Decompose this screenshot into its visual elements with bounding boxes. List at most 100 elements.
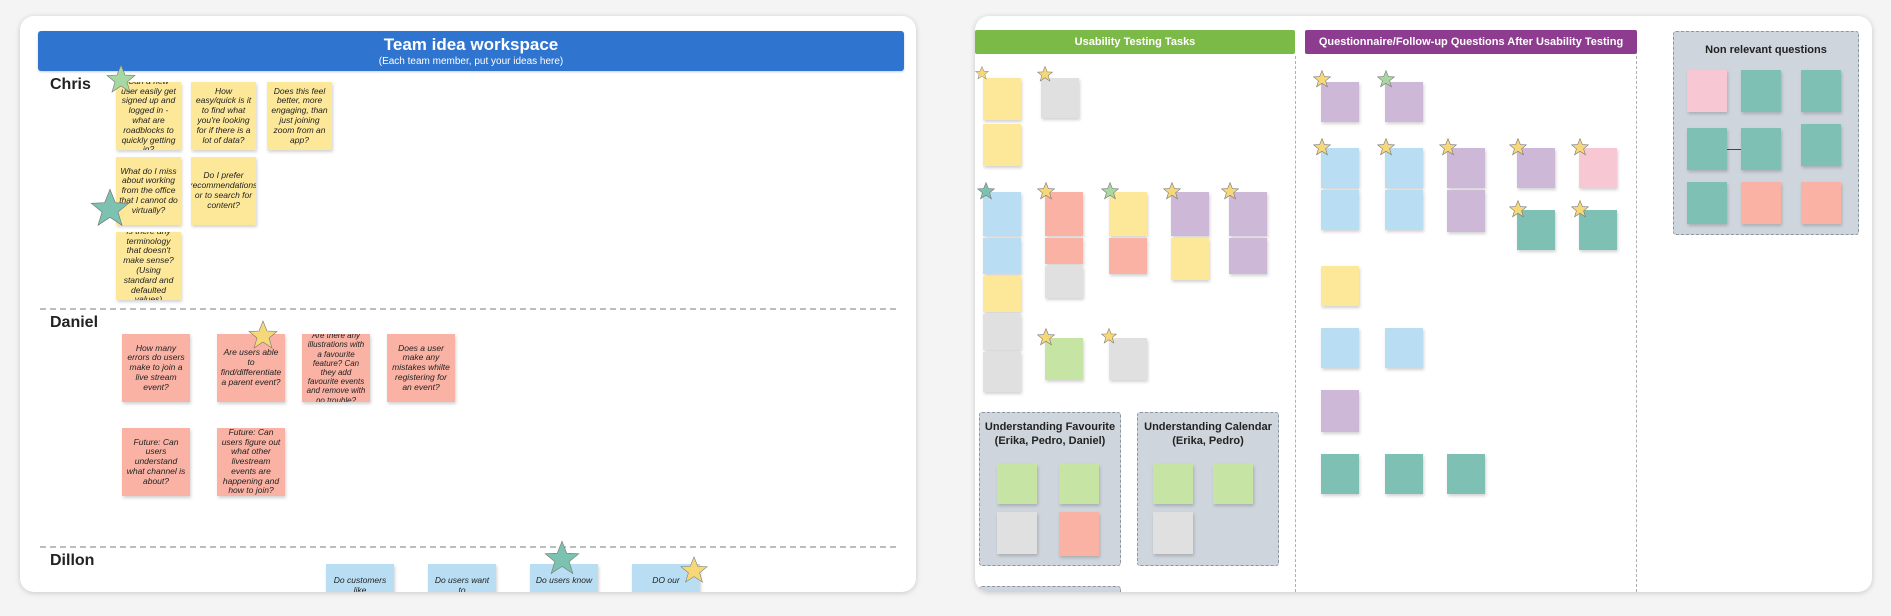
sticky-note[interactable]: Do users know (530, 564, 598, 592)
section-name-chris: Chris (50, 76, 91, 93)
sticky-note[interactable] (1059, 512, 1099, 556)
column-divider (1295, 56, 1296, 592)
sticky-note[interactable] (1385, 328, 1423, 368)
sticky-note[interactable]: Do users want to (428, 564, 496, 592)
star-icon (1037, 182, 1055, 200)
star-icon (977, 182, 995, 200)
star-icon (1439, 138, 1457, 156)
sticky-note[interactable] (1229, 238, 1267, 274)
sticky-note[interactable] (1741, 70, 1781, 112)
sticky-note[interactable] (983, 78, 1021, 120)
section-divider (40, 308, 896, 310)
section-divider (40, 546, 896, 548)
workspace-banner: Team idea workspace (Each team member, p… (38, 31, 904, 71)
sticky-note[interactable] (1171, 238, 1209, 280)
sticky-note[interactable] (1321, 328, 1359, 368)
star-icon (680, 556, 708, 583)
sticky-note[interactable] (983, 276, 1021, 312)
star-icon (106, 64, 136, 93)
sticky-note[interactable] (1321, 266, 1359, 306)
star-icon (975, 66, 989, 80)
sticky-note[interactable] (1045, 238, 1083, 264)
sticky-note[interactable] (983, 124, 1021, 166)
sticky-note[interactable]: Future: Can users understand what channe… (122, 428, 190, 496)
sticky-note[interactable] (1385, 190, 1423, 230)
sticky-note[interactable]: What do I miss about working from the of… (116, 157, 181, 225)
star-icon (1313, 70, 1331, 88)
connector-arrow (1727, 149, 1741, 150)
sticky-note[interactable] (1153, 464, 1193, 504)
sticky-note[interactable]: Are there any illustrations with a favou… (302, 334, 370, 402)
sticky-note[interactable] (1687, 128, 1727, 170)
sticky-note[interactable] (983, 352, 1021, 392)
sticky-note[interactable] (1041, 78, 1079, 118)
sticky-note[interactable]: Can a new user easily get signed up and … (116, 82, 181, 150)
group-partial (979, 586, 1121, 592)
sticky-note[interactable] (1801, 124, 1841, 166)
sticky-note[interactable]: How many errors do users make to join a … (122, 334, 190, 402)
sticky-note[interactable] (1321, 390, 1359, 432)
star-icon (90, 188, 130, 227)
usability-board: Usability Testing Tasks Questionnaire/Fo… (975, 16, 1872, 592)
sticky-note[interactable] (1687, 70, 1727, 112)
sticky-note[interactable]: Do customers like (326, 564, 394, 592)
star-icon (1221, 182, 1239, 200)
star-icon (1037, 328, 1055, 346)
sticky-note[interactable] (1741, 182, 1781, 224)
star-icon (1101, 182, 1119, 200)
sticky-note[interactable]: How easy/quick is it to find what you're… (191, 82, 256, 150)
sticky-note[interactable]: Is there any terminology that doesn't ma… (116, 232, 181, 300)
sticky-note[interactable] (1045, 192, 1083, 236)
sticky-note[interactable] (1687, 182, 1727, 224)
sticky-note[interactable]: Future: Can users figure out what other … (217, 428, 285, 496)
sticky-note[interactable] (1801, 70, 1841, 112)
section-name-dillon: Dillon (50, 552, 95, 569)
star-icon (544, 540, 580, 575)
sticky-note[interactable] (1447, 190, 1485, 232)
header-usability-tasks: Usability Testing Tasks (975, 30, 1295, 54)
sticky-note[interactable]: Are users able to find/differentiate a p… (217, 334, 285, 402)
sticky-note[interactable] (997, 464, 1037, 504)
sticky-note[interactable] (1059, 464, 1099, 504)
workspace-subtitle: (Each team member, put your ideas here) (378, 56, 564, 67)
sticky-note[interactable]: Does a user make any mistakes whilte reg… (387, 334, 455, 402)
star-icon (1509, 200, 1527, 218)
sticky-note[interactable] (1109, 192, 1147, 236)
sticky-note[interactable] (1801, 182, 1841, 224)
sticky-note[interactable] (1741, 128, 1781, 170)
sticky-note[interactable] (1321, 454, 1359, 494)
star-icon (1571, 138, 1589, 156)
star-icon (1101, 328, 1117, 344)
sticky-note[interactable] (1321, 82, 1359, 122)
sticky-note[interactable] (1321, 190, 1359, 230)
star-icon (1163, 182, 1181, 200)
star-icon (1377, 138, 1395, 156)
sticky-note[interactable] (983, 314, 1021, 350)
sticky-note[interactable]: Do I prefer recommendations or to search… (191, 157, 256, 225)
sticky-note[interactable] (1109, 338, 1147, 380)
sticky-note[interactable] (1171, 192, 1209, 236)
sticky-note[interactable] (1229, 192, 1267, 236)
sticky-note[interactable] (983, 192, 1021, 236)
sticky-note[interactable] (997, 512, 1037, 554)
sticky-note[interactable] (1045, 266, 1083, 298)
sticky-note[interactable] (983, 238, 1021, 274)
column-divider (1636, 56, 1637, 592)
star-icon (1571, 200, 1589, 218)
header-questionnaire: Questionnaire/Follow-up Questions After … (1305, 30, 1637, 54)
sticky-note[interactable] (1213, 464, 1253, 504)
star-icon (1313, 138, 1331, 156)
star-icon (1377, 70, 1395, 88)
section-name-daniel: Daniel (50, 314, 99, 331)
sticky-note[interactable] (1385, 82, 1423, 122)
sticky-note[interactable]: Does this feel better, more engaging, th… (267, 82, 332, 150)
sticky-note[interactable] (1153, 512, 1193, 554)
team-idea-board: Team idea workspace (Each team member, p… (20, 16, 916, 592)
sticky-note[interactable] (1447, 454, 1485, 494)
star-icon (248, 320, 278, 349)
sticky-note[interactable] (1109, 238, 1147, 274)
star-icon (1509, 138, 1527, 156)
workspace-title: Team idea workspace (383, 35, 559, 54)
star-icon (1037, 66, 1053, 82)
sticky-note[interactable] (1385, 454, 1423, 494)
